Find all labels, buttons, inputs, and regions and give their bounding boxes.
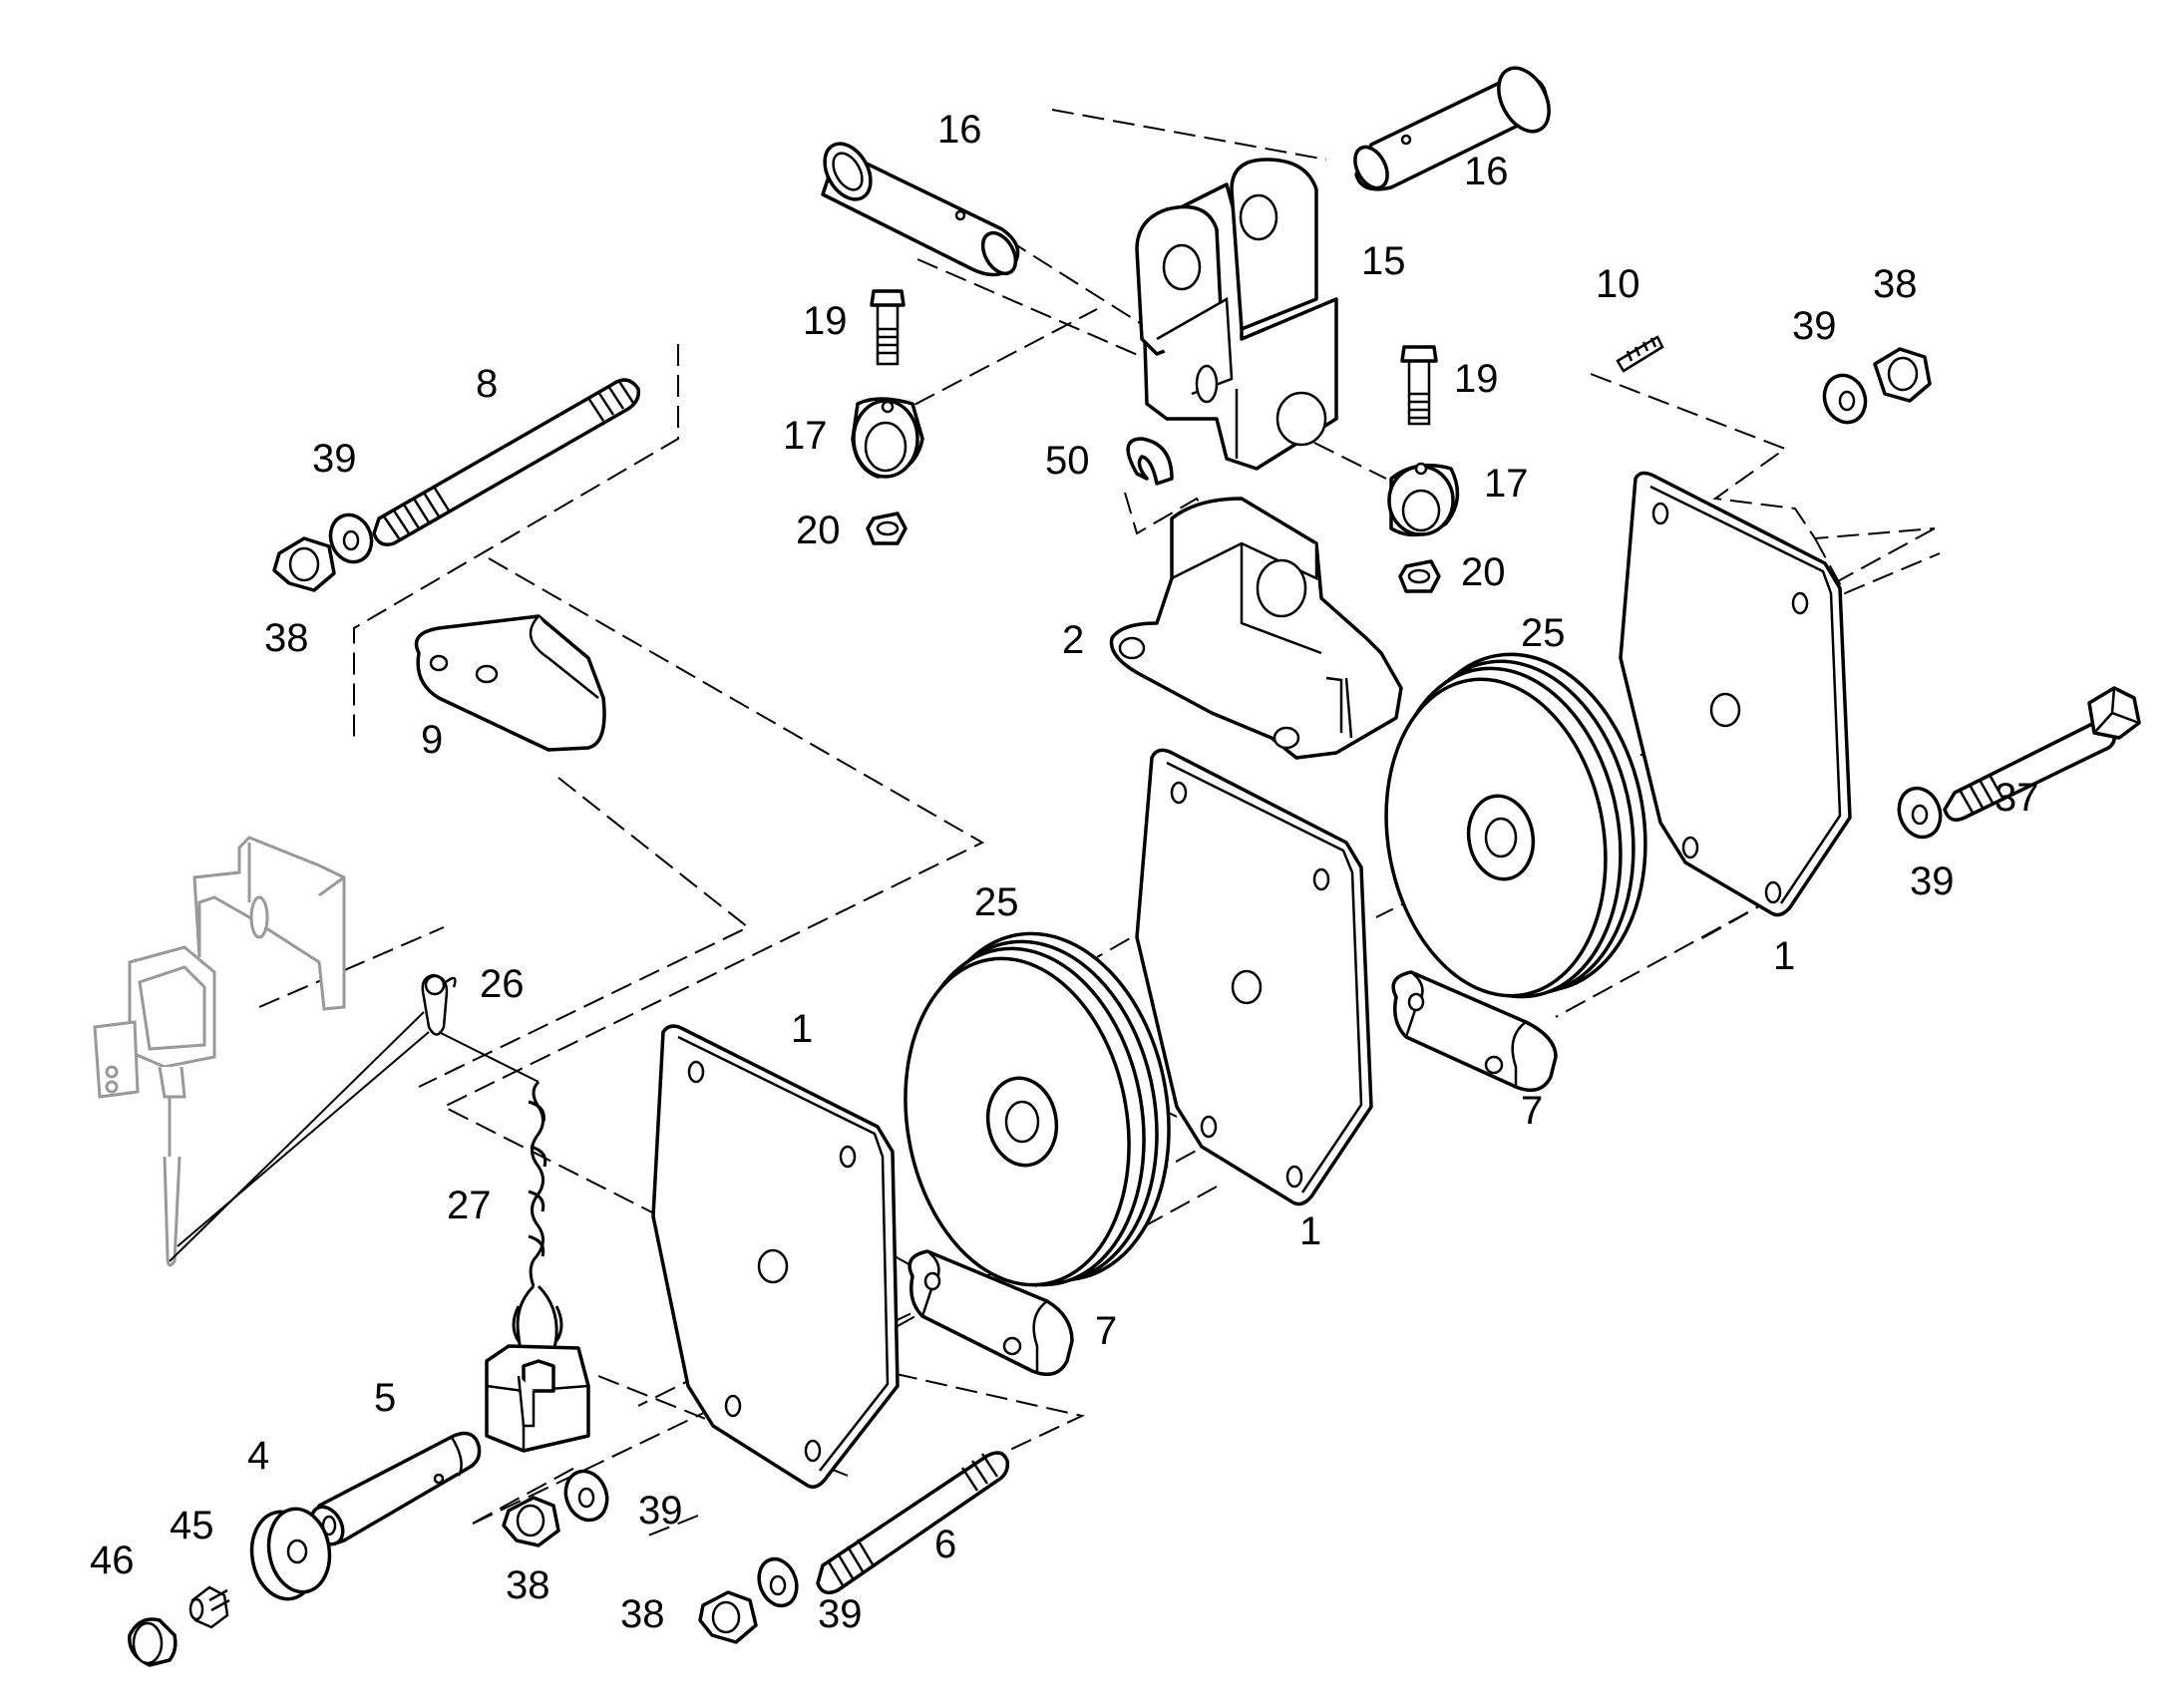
callout-46: 46 <box>90 1538 135 1582</box>
callout-37: 37 <box>1995 776 2039 820</box>
callout-16-left: 16 <box>937 108 982 152</box>
pin-16-left <box>821 142 1020 277</box>
collar-17-right <box>1387 462 1460 537</box>
spacer-block-9 <box>414 614 606 752</box>
washer-39-bottom-mid <box>563 1469 609 1523</box>
callout-1-back: 1 <box>1773 934 1795 978</box>
side-plate-1-back <box>1619 471 1852 917</box>
callout-39-stud8: 39 <box>312 437 357 481</box>
callout-5: 5 <box>374 1376 396 1420</box>
callout-16-right: 16 <box>1464 150 1509 193</box>
nut-38-stud8 <box>272 536 336 592</box>
bolt-37 <box>1943 686 2141 822</box>
callout-19-right: 19 <box>1454 357 1499 401</box>
load-chain-27 <box>512 1080 563 1373</box>
callout-15: 15 <box>1361 239 1406 283</box>
callout-8: 8 <box>476 362 498 406</box>
chain-anchor-block <box>485 1344 590 1453</box>
callout-25-front: 25 <box>974 880 1019 924</box>
callout-39-bottom-mid: 39 <box>638 1489 683 1533</box>
callout-4: 4 <box>247 1434 269 1478</box>
nut-38-bottom-mid <box>502 1496 560 1547</box>
side-plate-1-middle <box>1135 748 1373 1206</box>
sheave-25-back <box>1384 652 1647 999</box>
hook-wire-lines <box>169 1011 540 1262</box>
spacer-7-back <box>1391 970 1558 1093</box>
callout-26: 26 <box>480 962 525 1006</box>
washer-39-stud6 <box>757 1556 799 1608</box>
sheave-25-front <box>904 931 1171 1287</box>
clevis-15 <box>1135 158 1338 471</box>
set-screw-10 <box>1616 335 1664 373</box>
set-bolt-19-right <box>1400 345 1438 426</box>
set-bolt-19-left <box>870 289 906 366</box>
callout-9: 9 <box>421 718 443 762</box>
callout-20-left: 20 <box>796 509 841 552</box>
callout-38-stud8: 38 <box>264 616 309 660</box>
snap-hook-26 <box>421 973 457 1036</box>
callout-2: 2 <box>1062 618 1084 662</box>
end-washer-4 <box>249 1507 332 1601</box>
callout-39-top-right: 39 <box>1792 304 1837 348</box>
nut-20-right <box>1398 559 1441 593</box>
callout-7-back: 7 <box>1521 1089 1543 1133</box>
callout-27: 27 <box>447 1184 492 1227</box>
callout-38-bottom-mid: 38 <box>506 1563 550 1607</box>
nut-38-top-right <box>1873 347 1932 403</box>
stud-6 <box>816 1451 1010 1595</box>
reference-bracket-ghost <box>192 836 346 1011</box>
callout-1-middle: 1 <box>1299 1209 1321 1253</box>
washer-39-top-right <box>1822 373 1868 425</box>
callout-20-right: 20 <box>1461 550 1506 594</box>
washer-39-bolt37 <box>1897 786 1943 840</box>
nut-38-stud6 <box>698 1590 758 1644</box>
part-callouts: 16 16 15 19 19 17 17 20 20 50 2 10 39 38… <box>90 108 2039 1636</box>
bracket-2 <box>1109 497 1403 760</box>
nut-20-left <box>866 512 908 545</box>
collar-17-left <box>851 397 924 479</box>
callout-17-left: 17 <box>783 414 828 458</box>
callout-45: 45 <box>170 1504 214 1547</box>
pin-16-right <box>1353 66 1551 191</box>
d-shackle-50 <box>1126 437 1174 486</box>
callout-38-stud6: 38 <box>620 1592 665 1636</box>
callout-7-front: 7 <box>1095 1309 1117 1353</box>
trolley-ghost <box>93 945 216 1267</box>
grease-nipple-45 <box>188 1585 230 1629</box>
spacer-7-front <box>908 1249 1074 1377</box>
callout-10: 10 <box>1596 262 1640 306</box>
callout-1-front: 1 <box>791 1007 813 1051</box>
callout-39-stud6: 39 <box>818 1592 863 1636</box>
callout-6: 6 <box>934 1523 956 1566</box>
callout-38-top-right: 38 <box>1873 262 1918 306</box>
cap-46 <box>128 1617 178 1667</box>
callout-17-right: 17 <box>1484 462 1529 506</box>
shaft-5 <box>309 1431 482 1546</box>
callout-25-back: 25 <box>1521 611 1566 655</box>
washer-39-stud8 <box>328 512 374 564</box>
callout-39-bolt37: 39 <box>1910 859 1955 903</box>
callout-19-left: 19 <box>803 299 848 343</box>
side-plate-1-front <box>651 1024 900 1489</box>
stud-8 <box>372 378 641 546</box>
callout-50: 50 <box>1045 439 1090 483</box>
